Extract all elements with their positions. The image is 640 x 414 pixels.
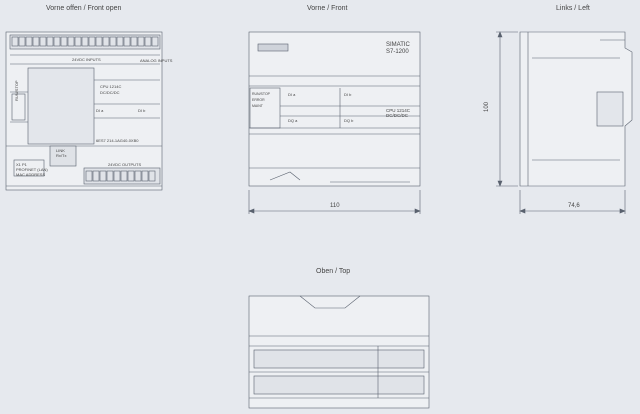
front-open-profinet: PROFINET (LAN) [16,167,48,172]
front-brand-line1: SIMATIC [386,42,410,48]
front-open-top-terminals [11,36,159,47]
left-depth-dimension: 74,6 [568,203,580,209]
top-view [248,295,430,409]
front-run-stop: RUN/STOP [252,92,271,96]
view-title-front-open: Vorne offen / Front open [46,5,122,12]
front-open-inputs-label: 24VDC INPUTS [72,57,101,62]
front-open-x1p1: X1 P1 [16,162,27,167]
view-title-left: Links / Left [556,5,590,12]
front-open-bottom-terminals [85,170,156,182]
front-open-mac: MAC ADDRESS [16,172,46,177]
front-cpu-line2: DC/DC/DC [386,113,408,118]
front-width-dimension: 110 [330,203,340,209]
front-open-view [5,31,163,191]
front-cpu-line1: CPU 1214C [386,108,411,113]
front-dq-a: DQ a [288,118,298,123]
front-error: ERROR [252,98,265,102]
front-open-run-stop: RUN/STOP [14,80,19,101]
front-open-analog-label: ANALOG INPUTS [140,58,173,63]
front-maint: MAINT [252,104,263,108]
front-open-outputs-label: 24VDC OUTPUTS [108,162,142,167]
front-open-rx-tx: Rx/Tx [56,153,67,158]
front-open-link: LINK [56,148,65,153]
front-dq-b: DQ b [344,118,354,123]
front-open-cpu-label: CPU 1214C [100,84,122,89]
left-view [496,31,633,214]
front-open-order-no: 6ES7 214-1AG40-0XB0 [96,138,139,143]
front-open-cpu-type: DC/DC/DC [100,90,120,95]
front-view [248,31,421,214]
front-open-di-b: DI b [138,108,146,113]
left-height-dimension: 100 [484,101,490,112]
view-title-top: Oben / Top [316,268,351,275]
front-di-b: DI b [344,92,352,97]
view-title-front: Vorne / Front [307,5,348,12]
front-open-di-a: DI a [96,108,104,113]
front-brand-line2: S7-1200 [386,49,409,55]
front-di-a: DI a [288,92,296,97]
